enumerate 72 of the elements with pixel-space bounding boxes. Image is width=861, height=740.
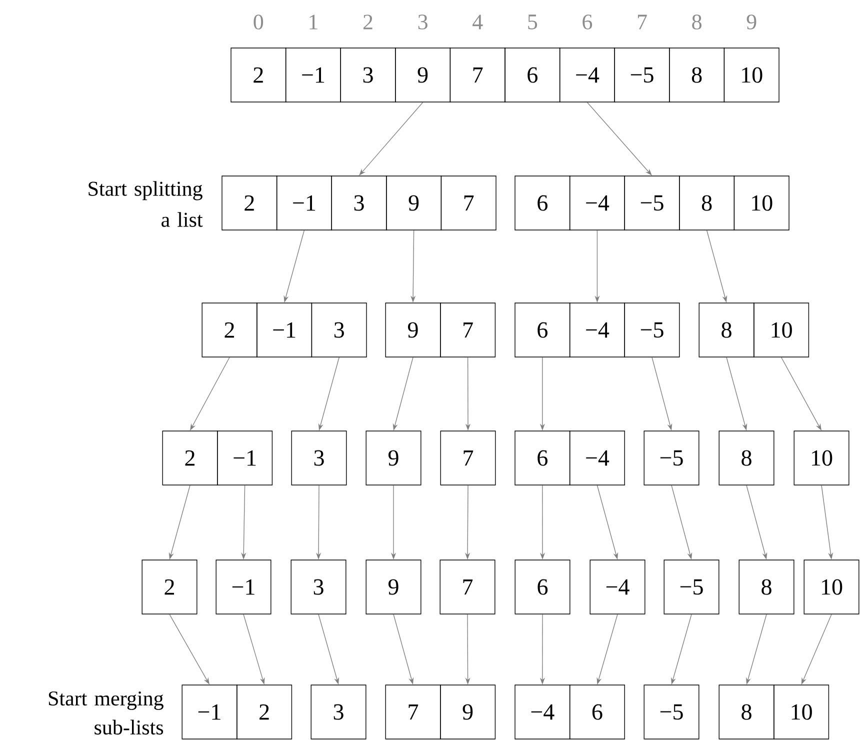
array-cell: 10 xyxy=(774,684,830,740)
index-label: 5 xyxy=(528,14,538,30)
array-cell: 9 xyxy=(440,684,496,740)
array-cell: −5 xyxy=(664,560,720,614)
index-label: 3 xyxy=(418,14,428,30)
array-cell: −4 xyxy=(590,560,646,614)
array-cell: −5 xyxy=(624,302,680,358)
array-cell: 9 xyxy=(385,302,441,358)
array-cell: 6 xyxy=(514,560,570,614)
array-cell: 2 xyxy=(236,684,292,740)
array-cell: 3 xyxy=(290,560,346,614)
array-cell: 6 xyxy=(569,684,625,740)
array-cell: 7 xyxy=(385,684,441,740)
array-cell: −4 xyxy=(514,684,570,740)
array-cell: 2 xyxy=(142,560,198,614)
array-cell: −4 xyxy=(559,48,615,102)
array-cell: −5 xyxy=(624,176,680,230)
index-label: 6 xyxy=(582,14,592,30)
array-cell: 2 xyxy=(162,430,218,486)
index-label: 4 xyxy=(472,14,483,30)
array-cell: −4 xyxy=(569,176,625,230)
array-cell: 3 xyxy=(311,302,367,358)
array-cell: 8 xyxy=(679,176,735,230)
array-cell: −1 xyxy=(216,560,272,614)
index-label: 8 xyxy=(692,14,702,30)
array-cell: 3 xyxy=(291,430,347,486)
array-cell: −1 xyxy=(276,176,332,230)
array-cell: 3 xyxy=(340,48,396,102)
side-note: Start splitting a list xyxy=(88,181,203,227)
array-cell: −1 xyxy=(256,302,312,358)
array-cell: 3 xyxy=(331,176,387,230)
side-note: Start merging sub-lists xyxy=(48,691,164,735)
array-cell: 7 xyxy=(440,302,496,358)
array-cell: 8 xyxy=(738,560,794,614)
array-cell: 9 xyxy=(366,430,422,486)
array-cell: 8 xyxy=(698,302,754,358)
array-cell: 7 xyxy=(440,176,496,230)
array-cell: 6 xyxy=(504,48,560,102)
array-cell: 8 xyxy=(669,48,725,102)
array-cell: −4 xyxy=(569,430,625,486)
array-cell: 10 xyxy=(804,560,860,614)
index-label: 0 xyxy=(254,14,264,30)
array-cell: −5 xyxy=(644,430,700,486)
array-cell: 6 xyxy=(514,302,570,358)
array-cell: 3 xyxy=(310,684,366,740)
array-cell: 6 xyxy=(514,430,570,486)
index-label: 1 xyxy=(310,14,318,30)
array-cell: 2 xyxy=(230,48,286,102)
array-cell: 2 xyxy=(222,176,278,230)
array-cell: −1 xyxy=(285,48,341,102)
array-cell: 8 xyxy=(718,430,774,486)
array-cell: −5 xyxy=(644,684,700,740)
array-cell: 10 xyxy=(754,302,810,358)
array-cell: −5 xyxy=(614,48,670,102)
array-cell: 7 xyxy=(440,430,496,486)
array-cell: 6 xyxy=(514,176,570,230)
array-cell: −1 xyxy=(217,430,273,486)
array-cell: 9 xyxy=(395,48,451,102)
array-cell: 9 xyxy=(366,560,422,614)
array-cell: 10 xyxy=(734,176,790,230)
index-label: 9 xyxy=(746,14,756,30)
index-label: 7 xyxy=(638,14,647,30)
array-cell: −4 xyxy=(569,302,625,358)
array-cell: 7 xyxy=(440,560,496,614)
array-cell: 2 xyxy=(202,302,258,358)
index-label: 2 xyxy=(363,14,372,30)
array-cell: 8 xyxy=(718,684,774,740)
array-cell: 7 xyxy=(450,48,506,102)
array-cell: −1 xyxy=(182,684,238,740)
array-cell: 10 xyxy=(724,48,780,102)
array-cell: 10 xyxy=(794,430,850,486)
array-cell: 9 xyxy=(386,176,442,230)
